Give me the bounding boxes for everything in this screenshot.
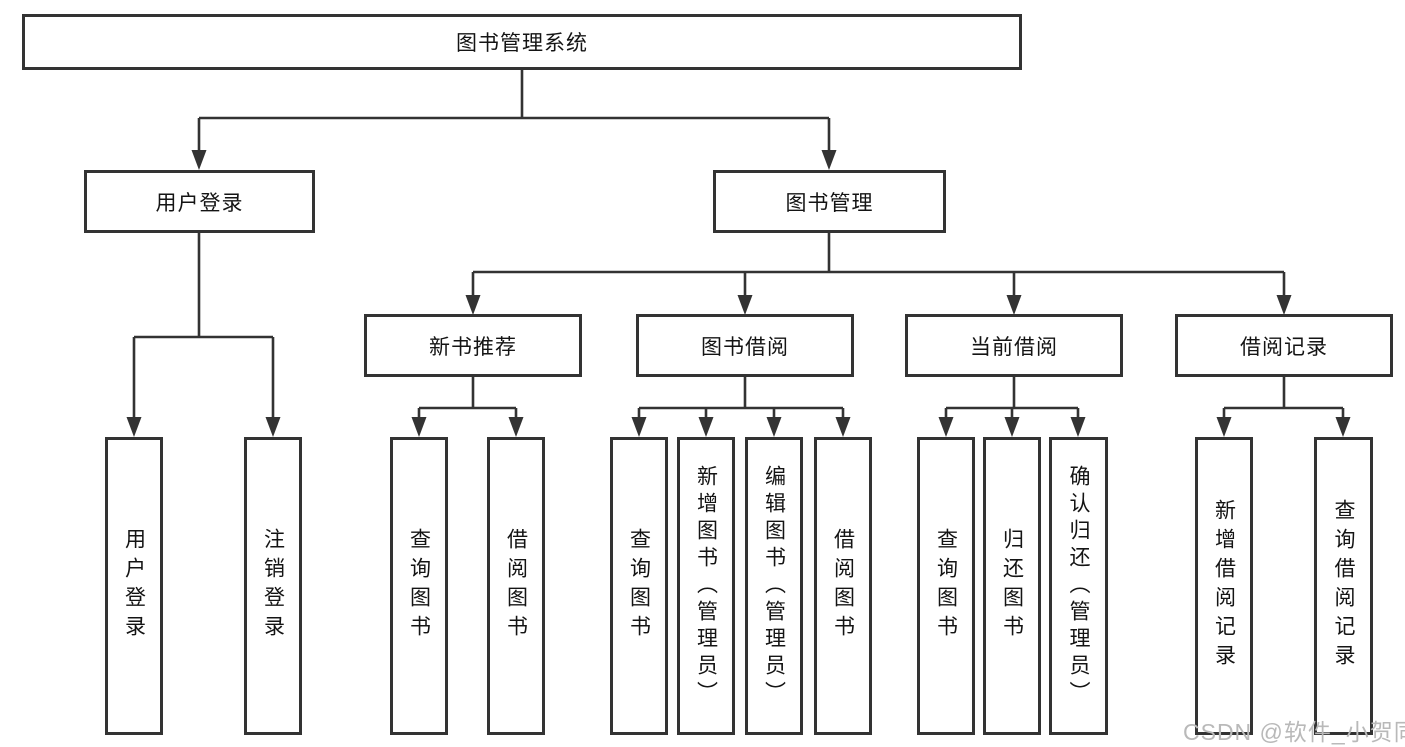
node-leaf-borrow-books-label: 借阅图书	[831, 528, 855, 644]
node-leaf-return-books: 归还图书	[983, 437, 1041, 735]
node-new-book-recommend-label: 新书推荐	[429, 335, 517, 359]
node-leaf-current-query-books-label: 查询图书	[934, 528, 958, 644]
node-leaf-confirm-return-admin-label: 确认归还（管理员）	[1067, 464, 1090, 708]
node-current-borrow: 当前借阅	[905, 314, 1123, 377]
node-borrow-records-label: 借阅记录	[1240, 335, 1328, 359]
csdn-watermark: CSDN @软件_小贺同学	[1183, 719, 1405, 745]
node-user-login: 用户登录	[84, 170, 315, 233]
node-leaf-add-books-admin-label: 新增图书（管理员）	[694, 464, 718, 708]
node-leaf-recommend-query-books-label: 查询图书	[407, 528, 431, 644]
node-leaf-add-borrow-record: 新增借阅记录	[1195, 437, 1253, 735]
node-leaf-logout-label: 注销登录	[261, 528, 285, 644]
node-leaf-confirm-return-admin: 确认归还（管理员）	[1049, 437, 1108, 735]
node-book-management: 图书管理	[713, 170, 946, 233]
node-leaf-add-books-admin: 新增图书（管理员）	[677, 437, 735, 735]
node-leaf-return-books-label: 归还图书	[1000, 528, 1024, 644]
node-leaf-borrow-query-books: 查询图书	[610, 437, 668, 735]
node-leaf-add-borrow-record-label: 新增借阅记录	[1212, 499, 1236, 673]
node-current-borrow-label: 当前借阅	[970, 335, 1058, 359]
node-library-management-system-label: 图书管理系统	[456, 32, 588, 55]
node-book-borrow: 图书借阅	[636, 314, 854, 377]
node-leaf-logout: 注销登录	[244, 437, 302, 735]
node-book-borrow-label: 图书借阅	[701, 335, 789, 359]
node-leaf-user-login-label: 用户登录	[122, 528, 146, 644]
node-book-management-label: 图书管理	[785, 191, 874, 215]
node-leaf-edit-books-admin-label: 编辑图书（管理员）	[762, 464, 786, 708]
node-library-management-system: 图书管理系统	[22, 14, 1022, 70]
node-leaf-recommend-borrow-books: 借阅图书	[487, 437, 545, 735]
node-leaf-query-borrow-record: 查询借阅记录	[1314, 437, 1373, 735]
node-leaf-current-query-books: 查询图书	[917, 437, 975, 735]
node-leaf-borrow-books: 借阅图书	[814, 437, 872, 735]
node-leaf-borrow-query-books-label: 查询图书	[627, 528, 651, 644]
node-leaf-query-borrow-record-label: 查询借阅记录	[1332, 499, 1355, 673]
node-leaf-edit-books-admin: 编辑图书（管理员）	[745, 437, 803, 735]
node-leaf-recommend-borrow-books-label: 借阅图书	[504, 528, 528, 644]
node-leaf-user-login: 用户登录	[105, 437, 163, 735]
node-user-login-label: 用户登录	[155, 191, 244, 215]
node-leaf-recommend-query-books: 查询图书	[390, 437, 448, 735]
node-new-book-recommend: 新书推荐	[364, 314, 582, 377]
node-borrow-records: 借阅记录	[1175, 314, 1393, 377]
